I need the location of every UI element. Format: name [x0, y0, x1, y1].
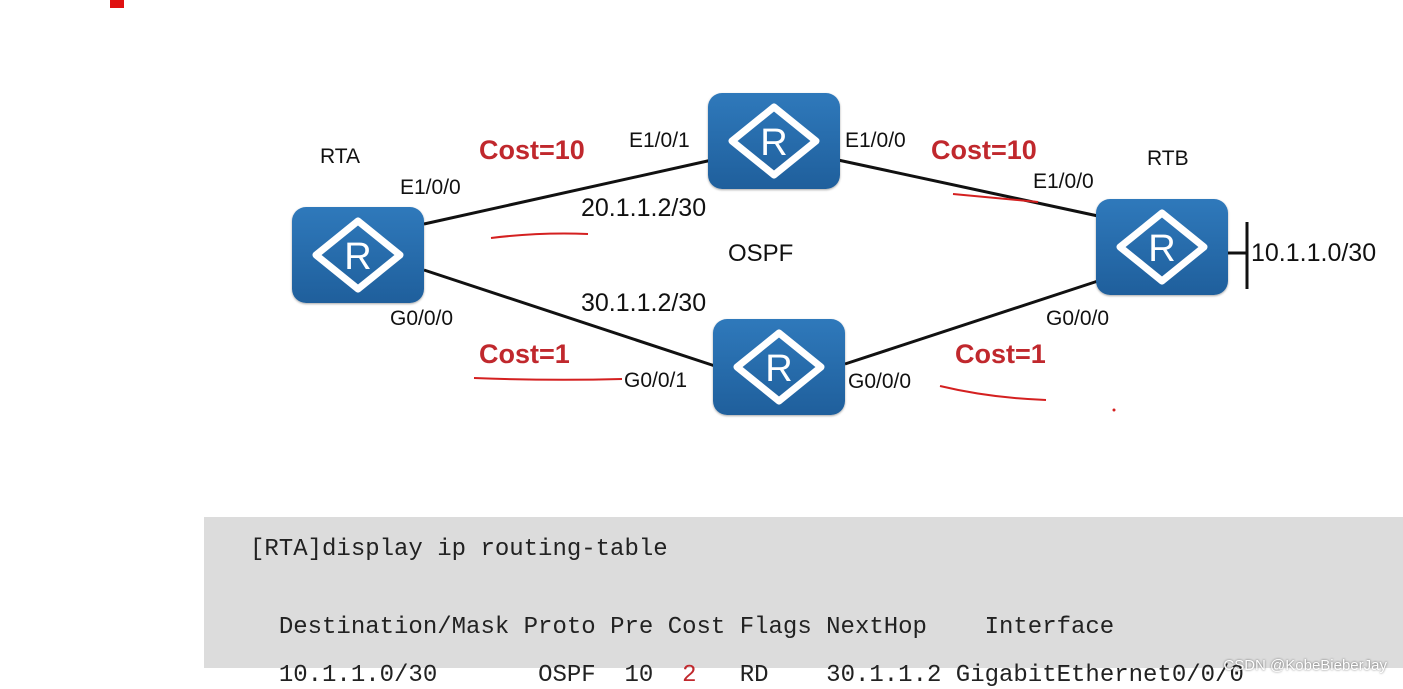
cost-label-bottom-left: Cost=1	[479, 339, 570, 369]
ip-label-top-link: 20.1.1.2/30	[581, 194, 707, 222]
cost-label-bottom-right: Cost=1	[955, 339, 1046, 369]
cell-nexthop: 30.1.1.2	[826, 662, 942, 689]
link-rta-r1	[423, 158, 713, 226]
router-icon: R	[312, 217, 404, 293]
annotation-dot	[1112, 408, 1116, 412]
svg-text:R: R	[344, 236, 371, 278]
link-r2-rtb	[844, 279, 1099, 366]
port-label-rtb-e1-0-0: E1/0/0	[1033, 170, 1094, 193]
link-r1-rtb	[837, 158, 1099, 218]
cost-label-top-right: Cost=10	[931, 135, 1037, 165]
cli-route-row: 10.1.1.0/30 OSPF 10 2 RD 30.1.1.2 Gigabi…	[250, 635, 1244, 689]
topology-links	[423, 158, 1249, 412]
annotation-underline-bottom-right	[939, 385, 1047, 401]
svg-text:R: R	[765, 348, 792, 390]
port-label-rta-e1-0-0: E1/0/0	[400, 176, 461, 199]
cell-interface: GigabitEthernet0/0/0	[955, 662, 1244, 689]
port-label-r2-g0-0-0: G0/0/0	[848, 370, 912, 393]
router-icon: R	[728, 103, 820, 179]
cell-flags: RD	[739, 662, 769, 689]
header-interface: Interface	[984, 614, 1115, 641]
svg-text:R: R	[1148, 228, 1175, 270]
router-rtb: R	[1096, 199, 1228, 295]
port-label-r1-e1-0-1: E1/0/1	[629, 129, 690, 152]
router-top-middle: R	[708, 93, 840, 189]
annotation-underline-bottom-left	[473, 377, 623, 381]
header-proto: Proto	[523, 614, 596, 641]
router-icon: R	[733, 329, 825, 405]
cli-header-row: Destination/Mask Proto Pre Cost Flags Ne…	[250, 587, 1114, 641]
cli-command: [RTA]display ip routing-table	[250, 536, 668, 563]
cell-destination: 10.1.1.0/30	[278, 662, 438, 689]
router-rta: R	[292, 207, 424, 303]
router-label-rta: RTA	[320, 145, 361, 168]
network-topology-diagram: R R R R RTA RTB OSPF Cost=10 E1/0/0 E1/0…	[292, 93, 1377, 415]
cell-pre: 10	[624, 662, 654, 689]
annotation-underline-top-right	[952, 193, 1039, 203]
header-cost: Cost	[667, 614, 726, 641]
header-destination: Destination/Mask	[278, 614, 510, 641]
router-icon: R	[1116, 209, 1208, 285]
header-flags: Flags	[739, 614, 812, 641]
network-label: OSPF	[728, 240, 794, 267]
header-pre: Pre	[610, 614, 654, 641]
annotation-underline-top-left	[490, 232, 589, 239]
port-label-rtb-g0-0-0: G0/0/0	[1046, 307, 1110, 330]
svg-text:R: R	[760, 122, 787, 164]
link-rta-r2	[423, 268, 716, 368]
port-label-rta-g0-0-0: G0/0/0	[390, 307, 454, 330]
port-label-r1-e1-0-0: E1/0/0	[845, 129, 906, 152]
router-label-rtb: RTB	[1147, 147, 1189, 170]
header-nexthop: NextHop	[826, 614, 927, 641]
ip-label-bottom-link: 30.1.1.2/30	[581, 289, 707, 317]
port-label-r2-g0-0-1: G0/0/1	[624, 369, 688, 392]
cost-label-top-left: Cost=10	[479, 135, 585, 165]
watermark: CSDN @KobeBieberJay	[1223, 657, 1387, 674]
corner-accent-mark	[110, 0, 124, 8]
cell-proto: OSPF	[538, 662, 596, 689]
stub-network-label: 10.1.1.0/30	[1251, 239, 1377, 267]
cell-cost: 2	[682, 662, 697, 689]
cli-output-panel	[204, 517, 1403, 668]
router-bottom-middle: R	[713, 319, 845, 415]
